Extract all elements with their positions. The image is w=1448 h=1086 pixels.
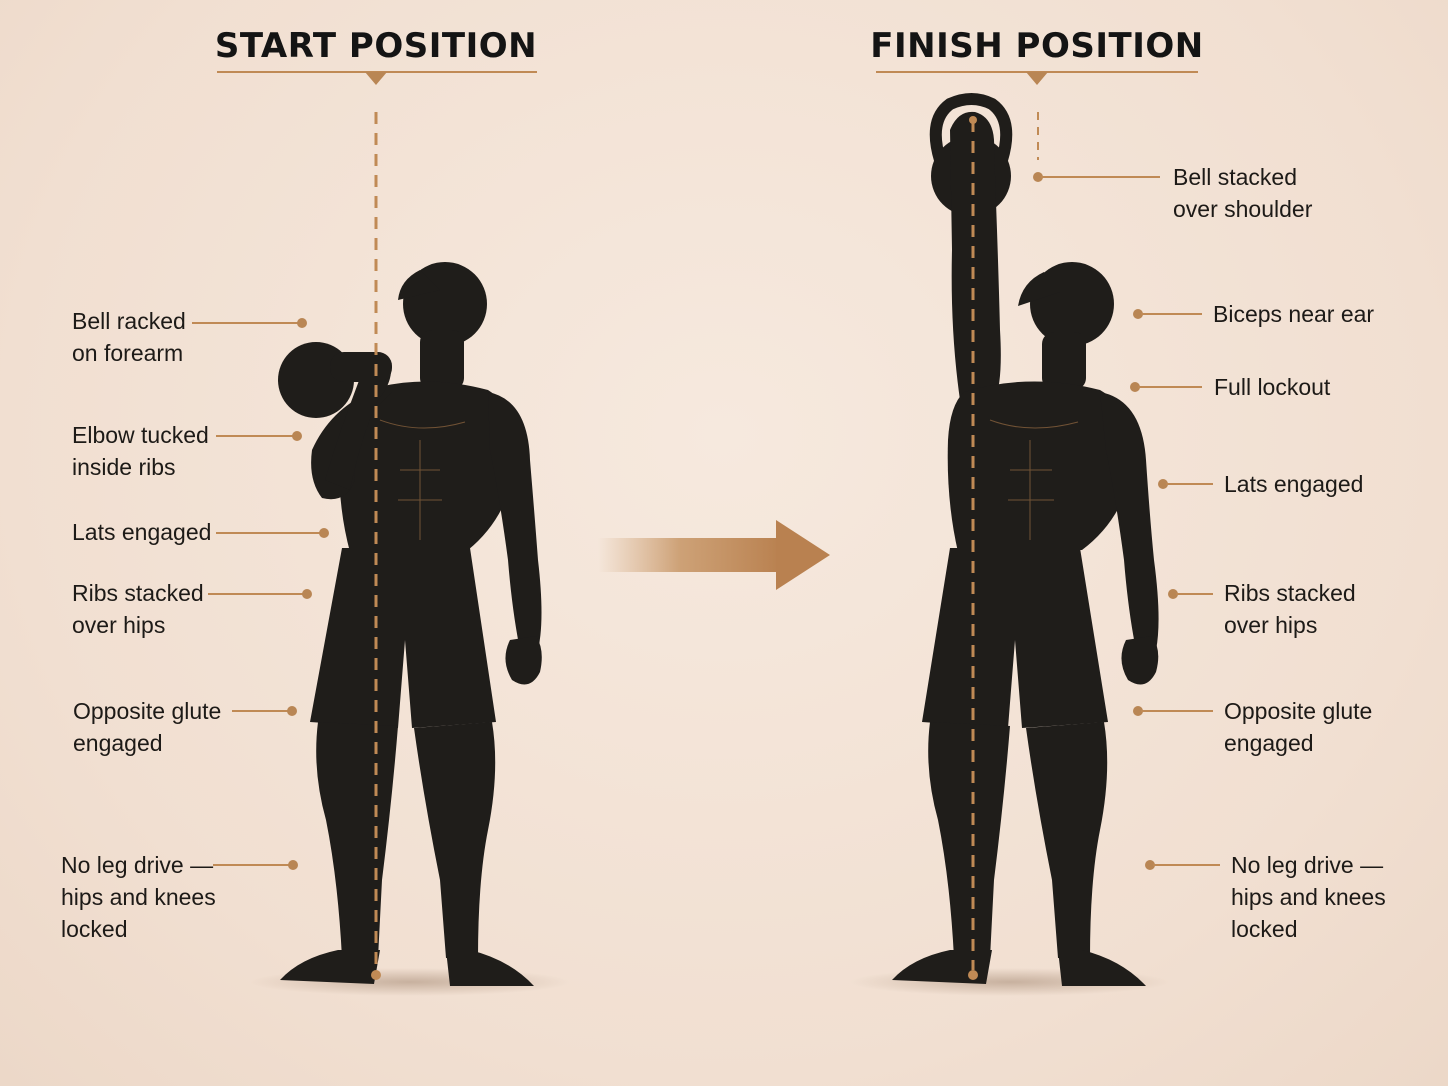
finish-label-bell-stacked: Bell stacked over shoulder xyxy=(1173,164,1313,222)
finish-label-full-lockout: Full lockout xyxy=(1214,374,1331,400)
start-title-pointer-icon xyxy=(365,72,387,85)
start-label-ribs-stacked: Ribs stacked over hips xyxy=(72,580,204,638)
finish-label-no-leg-drive: No leg drive — hips and knees locked xyxy=(1231,852,1386,942)
finish-figure xyxy=(850,93,1170,996)
start-leader-lines xyxy=(192,318,329,870)
finish-label-opposite-glute: Opposite glute engaged xyxy=(1224,698,1373,756)
finish-label-biceps-near-ear: Biceps near ear xyxy=(1213,301,1375,327)
start-position-title: START POSITION xyxy=(214,26,538,66)
start-label-lats-engaged: Lats engaged xyxy=(72,519,212,545)
start-label-elbow-tucked: Elbow tucked inside ribs xyxy=(72,422,209,480)
finish-plumb-dot xyxy=(968,970,978,980)
finish-position-title: FINISH POSITION xyxy=(870,26,1204,66)
start-label-opposite-glute: Opposite glute engaged xyxy=(73,698,222,756)
finish-label-ribs-stacked: Ribs stacked over hips xyxy=(1224,580,1356,638)
finish-title-pointer-icon xyxy=(1026,72,1048,85)
start-label-bell-racked: Bell racked on forearm xyxy=(72,308,186,366)
start-figure xyxy=(250,112,570,996)
start-plumb-dot xyxy=(371,970,381,980)
finish-leader-lines xyxy=(1033,172,1220,870)
start-label-no-leg-drive: No leg drive — hips and knees locked xyxy=(61,852,216,942)
right-arrow-icon xyxy=(598,520,830,590)
finish-label-lats-engaged: Lats engaged xyxy=(1224,471,1364,497)
